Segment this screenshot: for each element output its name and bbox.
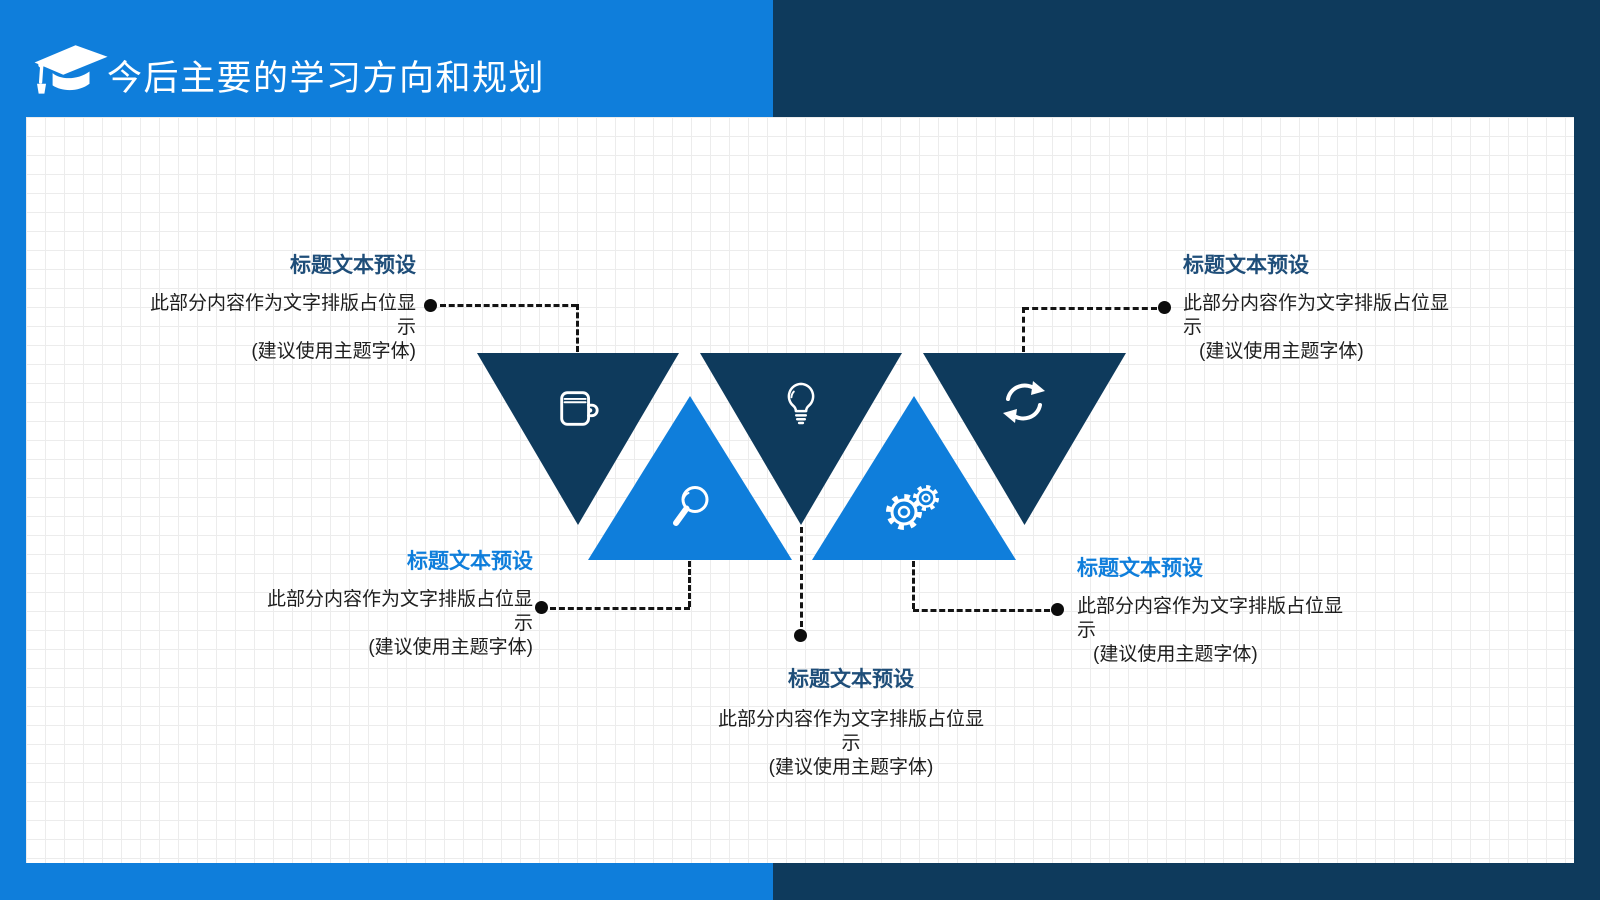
block-body-line: (建议使用主题字体): [251, 341, 416, 362]
connector-dot-mid-right: [1051, 603, 1064, 616]
connector-top-left-h: [440, 304, 577, 307]
sync-arrows-icon: [1003, 381, 1045, 423]
block-title: 标题文本预设: [788, 668, 914, 691]
header-band-blue: [0, 0, 773, 117]
connector-top-right-v: [1022, 307, 1025, 352]
block-body-line: (建议使用主题字体): [368, 637, 533, 658]
connector-dot-top-right: [1158, 301, 1171, 314]
lightbulb-icon: [787, 382, 815, 425]
block-title: 标题文本预设: [407, 550, 533, 573]
footer-band-navy: [773, 863, 1600, 900]
gears-icon: [886, 485, 939, 530]
connector-mid-right-v: [912, 561, 915, 609]
page-title: 今后主要的学习方向和规划: [107, 59, 546, 98]
block-body-line: 示: [513, 613, 533, 634]
text-block-bottom-center: 标题文本预设 此部分内容作为文字排版占位显 示 (建议使用主题字体): [700, 666, 1002, 780]
block-body-line: 示: [396, 317, 416, 338]
block-body-line: (建议使用主题字体): [1199, 341, 1364, 362]
connector-mid-right-h: [913, 609, 1050, 612]
header-band-navy: [773, 0, 1600, 117]
text-block-mid-right: 标题文本预设 此部分内容作为文字排版占位显 示 (建议使用主题字体): [1077, 555, 1377, 667]
block-body-line: 此部分内容作为文字排版占位显: [717, 709, 984, 730]
block-body-line: 此部分内容作为文字排版占位显: [1077, 596, 1344, 617]
text-block-top-right: 标题文本预设 此部分内容作为文字排版占位显 示 (建议使用主题字体): [1183, 252, 1483, 364]
connector-bottom-center-v: [800, 527, 803, 627]
block-body-line: (建议使用主题字体): [1093, 644, 1258, 665]
graduation-cap-icon: [34, 45, 108, 94]
block-title: 标题文本预设: [290, 254, 416, 277]
block-body-line: 此部分内容作为文字排版占位显: [1183, 293, 1450, 314]
text-block-top-left: 标题文本预设 此部分内容作为文字排版占位显 示 (建议使用主题字体): [128, 252, 416, 364]
connector-top-right-h: [1023, 307, 1157, 310]
block-body-line: 示: [1183, 317, 1203, 338]
block-body-line: 示: [841, 733, 861, 754]
block-body-line: 此部分内容作为文字排版占位显: [149, 293, 416, 314]
text-block-mid-left: 标题文本预设 此部分内容作为文字排版占位显 示 (建议使用主题字体): [245, 548, 533, 660]
block-body-line: 示: [1077, 620, 1097, 641]
connector-mid-left-h: [550, 607, 690, 610]
connector-dot-bottom-center: [794, 629, 807, 642]
connector-top-left-v: [576, 304, 579, 352]
connector-dot-top-left: [424, 299, 437, 312]
left-border-strip: [0, 117, 26, 863]
right-border-strip: [1574, 117, 1600, 863]
block-body-line: (建议使用主题字体): [768, 757, 934, 778]
block-title: 标题文本预设: [1077, 557, 1203, 580]
connector-dot-mid-left: [535, 601, 548, 614]
footer-band-blue: [0, 863, 773, 900]
block-body-line: 此部分内容作为文字排版占位显: [266, 589, 533, 610]
wallet-icon: [560, 391, 599, 426]
connector-mid-left-v: [688, 561, 691, 607]
block-title: 标题文本预设: [1183, 254, 1309, 277]
magnifier-icon: [673, 486, 709, 526]
